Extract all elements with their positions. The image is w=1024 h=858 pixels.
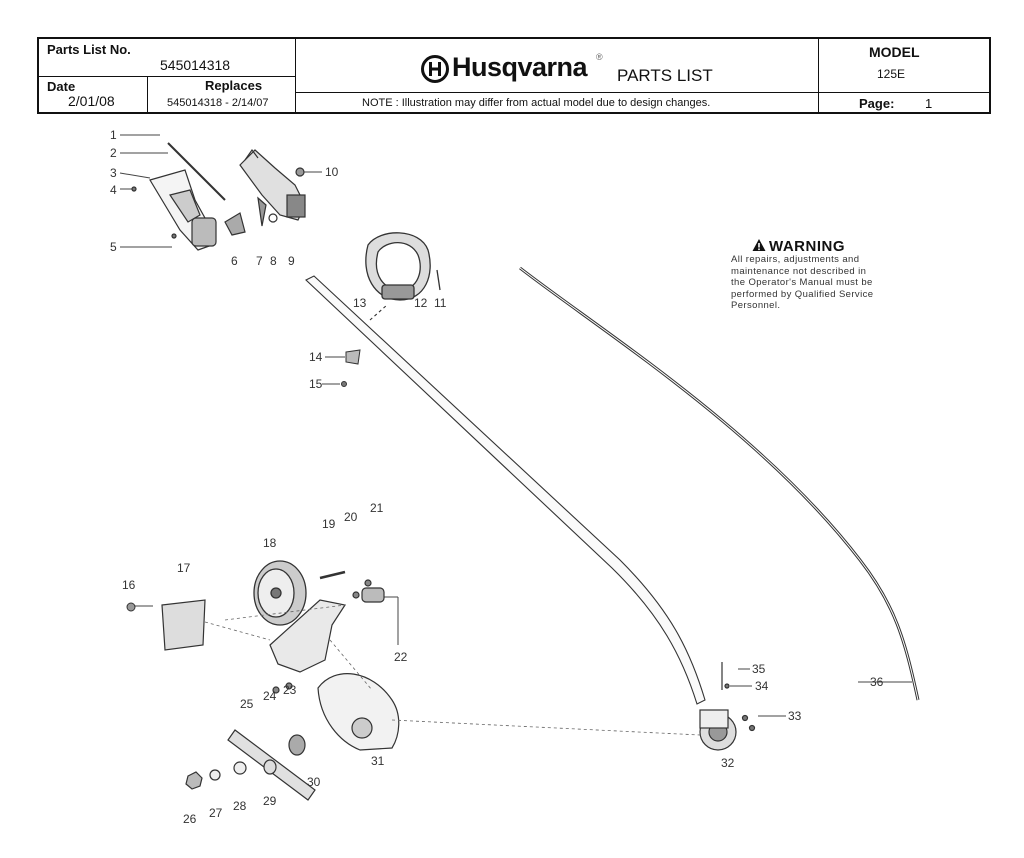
callout-number: 14 [309,350,323,364]
callout-number: 7 [256,254,263,268]
parts-list-label: Parts List No. [47,42,131,57]
callout-number: 31 [371,754,385,768]
header-border-bottom [37,112,991,114]
warning-line: performed by Qualified Service [731,288,874,300]
callout-number: 3 [110,166,117,180]
replaces-value: 545014318 - 2/14/07 [167,97,269,109]
callout-number: 1 [110,128,117,142]
design-change-note: NOTE : Illustration may differ from actu… [362,97,711,109]
callout-number: 23 [283,683,297,697]
callout-number: 19 [322,517,336,531]
header-hline-1 [37,76,295,77]
callout-number: 24 [263,689,277,703]
header-border-left [37,37,39,114]
header-hline-3 [818,92,991,93]
callout-number: 21 [370,501,384,515]
registered-mark-icon: ® [596,52,603,62]
model-label: MODEL [869,44,920,60]
callout-number: 17 [177,561,191,575]
callout-number: 22 [394,650,408,664]
callout-number: 25 [240,697,254,711]
header-hline-2 [295,92,991,93]
callout-number: 26 [183,812,197,826]
callout-number: 6 [231,254,238,268]
husqvarna-logo-icon [420,54,450,84]
callout-number: 15 [309,377,323,391]
page-label: Page: [859,96,895,111]
warning-title: WARNING [769,238,845,255]
replaces-label: Replaces [205,78,263,93]
document-title: PARTS LIST [617,66,713,85]
brand-name: Husqvarna [452,52,588,82]
date-label: Date [47,79,76,94]
callout-number: 2 [110,146,117,160]
callout-number: 13 [353,296,367,310]
warning-line: Personnel. [731,300,781,311]
parts-list-number: 545014318 [160,57,231,73]
callout-number: 20 [344,510,358,524]
model-value: 125E [877,67,906,81]
callout-number: 9 [288,254,295,268]
page-value: 1 [925,96,933,111]
callout-number: 8 [270,254,277,268]
warning-line: the Operator's Manual must be [731,277,873,288]
header-border-top [37,37,991,39]
callout-number: 30 [307,775,321,789]
warning-triangle-icon [752,238,766,252]
warning-text: All repairs, adjustments and maintenance… [731,254,873,312]
callout-number: 11 [434,296,447,310]
warning-line: All repairs, adjustments and [731,254,860,265]
callout-number: 32 [721,756,735,770]
callout-number: 5 [110,240,117,254]
callout-number: 28 [233,799,247,813]
header-divider-3 [147,76,148,113]
callout-number: 34 [755,679,769,693]
callout-number: 36 [870,675,884,689]
callout-number: 10 [325,165,339,179]
callout-number: 27 [209,806,223,820]
callout-number: 18 [263,536,277,550]
warning-line: maintenance not described in [731,265,867,277]
callout-number: 12 [414,296,428,310]
callout-number: 35 [752,662,766,676]
callout-number: 16 [122,578,136,592]
header-border-right [989,37,991,114]
callout-number: 29 [263,794,277,808]
callout-number: 4 [110,183,117,197]
callout-number: 33 [788,709,802,723]
date-value: 2/01/08 [68,93,115,109]
header-divider-1 [295,37,296,114]
header-divider-2 [818,37,819,114]
